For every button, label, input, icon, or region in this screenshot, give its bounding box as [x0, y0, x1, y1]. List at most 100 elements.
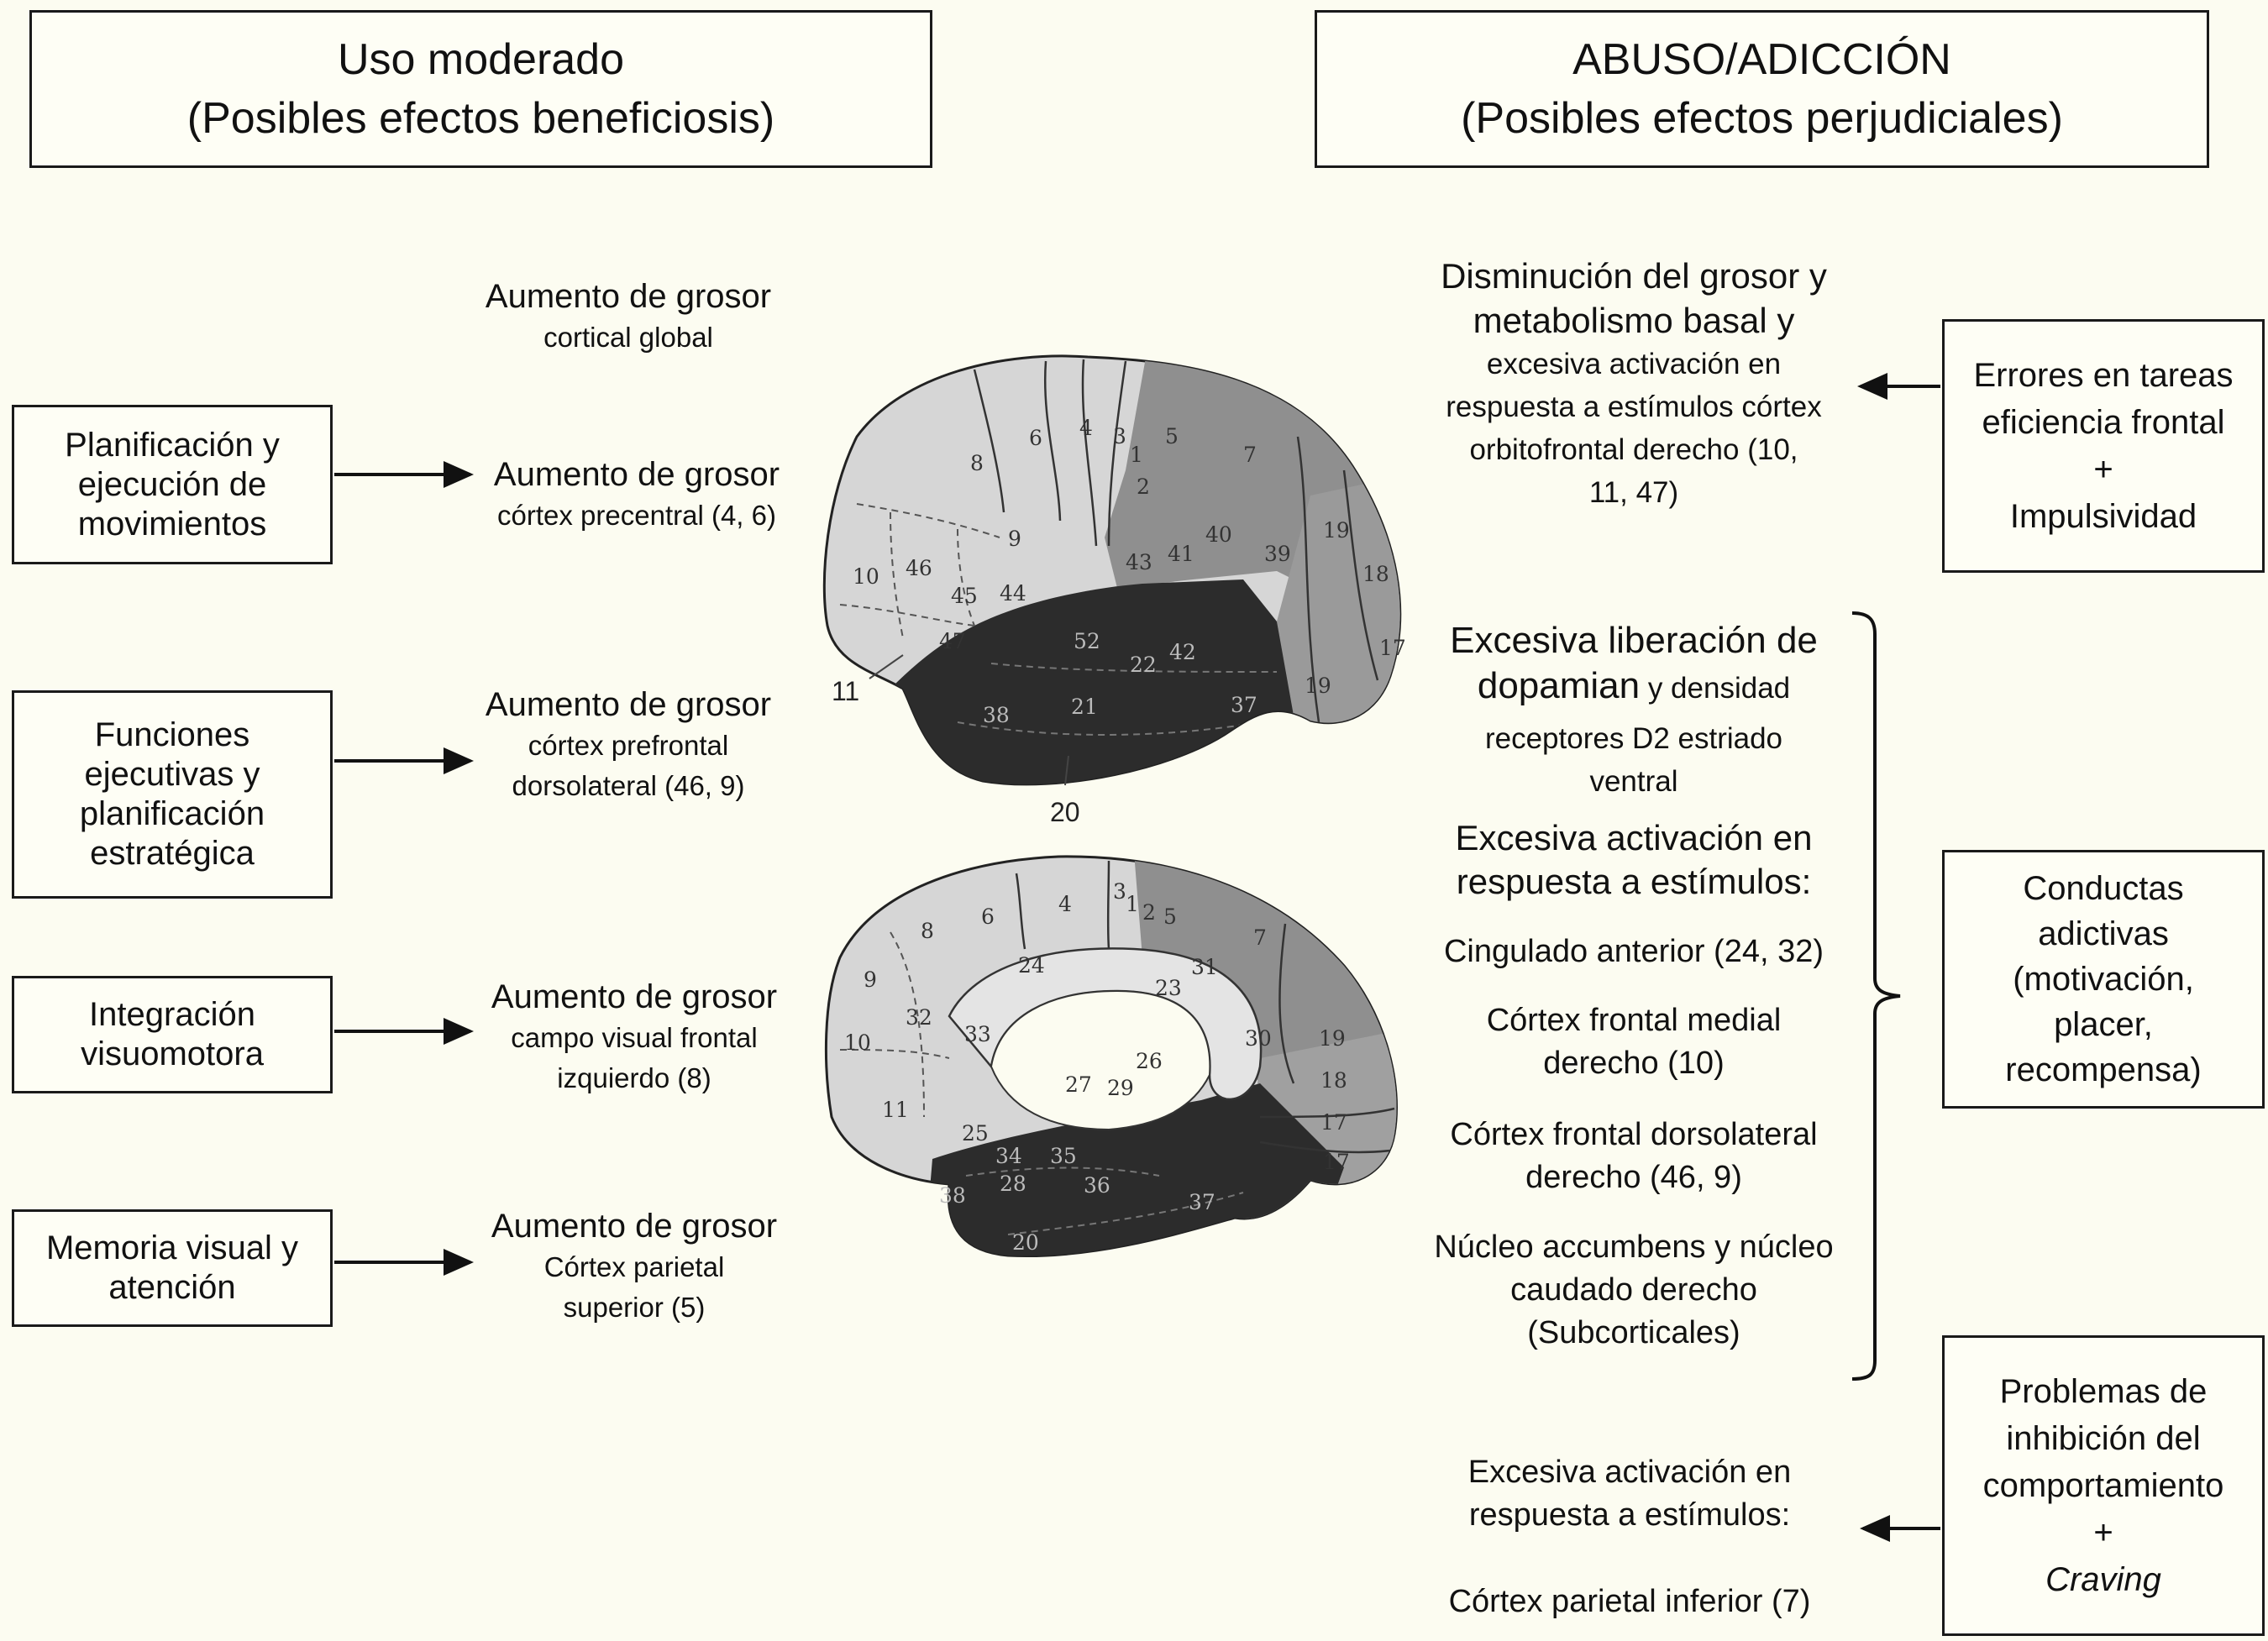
region-line: (Subcorticales) [1527, 1315, 1740, 1350]
area-label: 7 [1243, 443, 1257, 467]
area-label-outside: 11 [832, 676, 859, 706]
area-label: 35 [1050, 1144, 1077, 1168]
region-accumbens: Núcleo accumbens y núcleo caudado derech… [1382, 1226, 1886, 1355]
header-left: Uso moderado (Posibles efectos beneficio… [29, 10, 932, 168]
sulcus-dashed [957, 721, 1261, 736]
area-label: 8 [970, 451, 984, 475]
header-right-title: ABUSO/ADICCIÓN [1572, 35, 1951, 84]
area-label: 5 [1163, 904, 1177, 929]
function-box-movement: Planificación y ejecución de movimientos [12, 405, 333, 564]
effect-title: Aumento de grosor [485, 278, 772, 315]
effect-detail: receptores D2 estriado [1484, 722, 1783, 755]
area-label-outside: 20 [1050, 797, 1080, 827]
effect-title: Excesiva activación en [1455, 818, 1813, 857]
effect-title: respuesta a estímulos: [1456, 862, 1812, 901]
area-label: 37 [1231, 693, 1257, 717]
area-label: 11 [882, 1098, 909, 1122]
effect-detail: cortical global [543, 322, 713, 353]
area-label: 52 [1074, 629, 1100, 653]
consequence-line: adictivas [2038, 915, 2169, 952]
sulcus [1015, 873, 1026, 950]
effect-detail: respuesta a estímulos córtex [1446, 391, 1822, 423]
area-label: 20 [1012, 1230, 1039, 1255]
function-line: ejecución de [77, 465, 267, 503]
sulcus [1044, 360, 1062, 522]
effect-title: Aumento de grosor [491, 978, 778, 1015]
consequence-line: + [2093, 451, 2113, 488]
area-label: 42 [1169, 640, 1196, 664]
effect-title: respuesta a estímulos: [1468, 1497, 1791, 1533]
header-right: ABUSO/ADICCIÓN (Posibles efectos perjudi… [1315, 10, 2209, 168]
sulcus [1106, 860, 1110, 950]
effect-prefrontal: Aumento de grosor córtex prefrontal dors… [460, 684, 796, 806]
area-label: 40 [1205, 522, 1232, 547]
area-label: 10 [844, 1030, 871, 1055]
leader-line [1064, 755, 1069, 786]
function-line: visuomotora [81, 1035, 264, 1072]
function-line: planificación [79, 795, 265, 832]
function-line: Funciones [94, 716, 250, 753]
area-label: 22 [1130, 653, 1157, 677]
consequence-line: comportamiento [1982, 1467, 2224, 1504]
area-label: 27 [1065, 1072, 1092, 1097]
region-frontal-medial: Córtex frontal medial derecho (10) [1382, 999, 1886, 1085]
function-line: atención [108, 1269, 236, 1306]
effect-detail: dorsolateral (46, 9) [512, 770, 745, 801]
effect-cortical-global: Aumento de grosor cortical global [460, 275, 796, 358]
function-line: ejecutivas y [84, 756, 260, 793]
effect-detail: ventral [1589, 765, 1678, 798]
region-frontal-dorsolateral: Córtex frontal dorsolateral derecho (46,… [1382, 1114, 1886, 1199]
effect-detail: 11, 47) [1588, 476, 1679, 509]
ventricle [990, 989, 1211, 1131]
sulcus-dashed [1007, 1192, 1244, 1235]
effect-title: Excesiva liberación de [1450, 620, 1818, 661]
region-line: derecho (46, 9) [1525, 1160, 1742, 1195]
area-label: 41 [1168, 542, 1194, 566]
effect-frontal-visual: Aumento de grosor campo visual frontal i… [466, 976, 802, 1098]
effect-detail: superior (5) [563, 1292, 706, 1323]
leader-line [869, 654, 904, 679]
function-line: movimientos [77, 505, 267, 543]
effect-title: Aumento de grosor [485, 686, 772, 723]
sulcus [1259, 1140, 1391, 1154]
area-label: 1 [1126, 892, 1139, 916]
consequence-line: placer, [2054, 1006, 2153, 1043]
consequence-line: + [2093, 1514, 2113, 1551]
header-left-title: Uso moderado [337, 35, 625, 84]
effect-title: Aumento de grosor [491, 1208, 778, 1245]
function-box-visual-memory: Memoria visual y atención [12, 1209, 333, 1327]
area-label: 18 [1362, 562, 1389, 586]
brain-lateral: 6 4 3 1 2 5 7 8 9 10 46 45 44 43 41 40 3… [822, 354, 1406, 827]
area-label: 46 [906, 556, 932, 580]
sulcus [1278, 923, 1295, 1084]
area-label: 23 [1155, 976, 1182, 1000]
sulcus-dashed [890, 511, 904, 639]
area-label: 37 [1189, 1190, 1215, 1214]
function-line: estratégica [90, 835, 255, 872]
brain-medial: 4 3 1 2 5 6 7 8 24 31 23 9 32 33 30 19 1… [824, 855, 1398, 1258]
region-line: derecho (10) [1543, 1046, 1725, 1081]
region-line: Córtex parietal inferior (7) [1448, 1584, 1811, 1619]
effect-detail: córtex precentral (4, 6) [497, 500, 776, 531]
area-label: 36 [1084, 1173, 1110, 1198]
area-label: 4 [1079, 416, 1093, 440]
area-label: 7 [1253, 925, 1267, 950]
consequence-box-inhibition: Problemas de inhibición del comportamien… [1942, 1335, 2265, 1636]
region-cingulate: Cingulado anterior (24, 32) [1382, 931, 1886, 973]
area-label: 19 [1319, 1026, 1346, 1051]
area-label: 26 [1136, 1049, 1163, 1073]
sulcus [1342, 469, 1379, 681]
region-temporal [882, 579, 1298, 784]
function-line: Memoria visual y [45, 1229, 299, 1266]
consequence-box-addictive: Conductas adictivas (motivación, placer,… [1942, 850, 2265, 1109]
sulcus-dashed [957, 528, 975, 627]
region-line: Córtex frontal dorsolateral [1450, 1117, 1818, 1152]
area-label: 6 [1029, 426, 1042, 450]
effect-precentral: Aumento de grosor córtex precentral (4, … [460, 454, 813, 536]
region-line: Córtex frontal medial [1486, 1003, 1782, 1038]
area-label: 2 [1142, 900, 1156, 925]
area-label: 33 [964, 1022, 991, 1046]
area-label: 9 [864, 967, 877, 992]
area-label: 45 [951, 584, 978, 608]
area-label: 3 [1113, 424, 1126, 448]
